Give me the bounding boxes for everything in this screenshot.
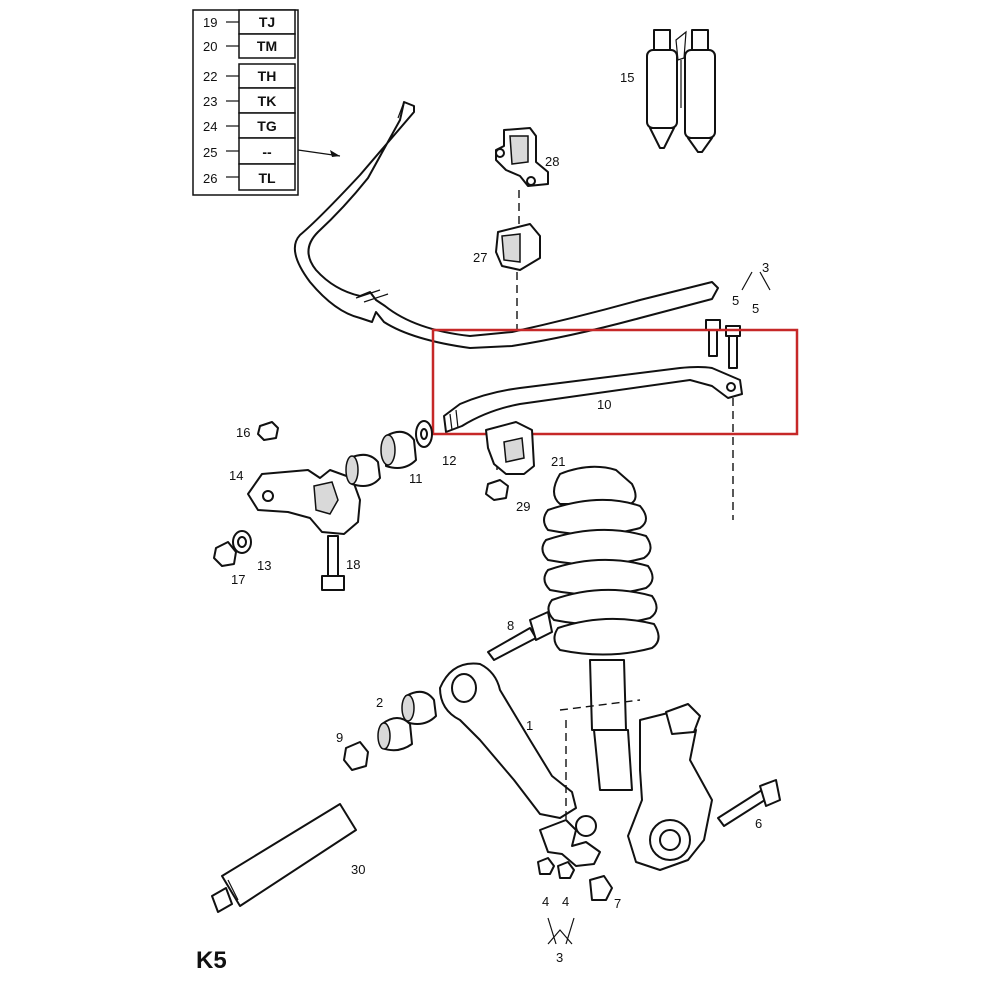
code-row-code: TG (257, 118, 277, 134)
spray-cans-15 (646, 29, 716, 153)
code-row-code: TK (258, 93, 277, 109)
callout-5-left: 5 (732, 293, 739, 308)
bushes-11 (345, 430, 417, 487)
callout-29: 29 (516, 499, 530, 514)
callout-14: 14 (229, 468, 243, 483)
bushes-2 (377, 690, 437, 752)
code-row-index: 20 (203, 39, 217, 54)
bolt-8 (487, 611, 553, 661)
code-table: 19 TJ 20 TM 22 TH 23 TK 24 TG 25 -- 26 T… (192, 9, 341, 196)
clamp-bracket-28 (495, 127, 549, 187)
code-row-code: TH (258, 68, 277, 84)
callout-21: 21 (551, 454, 565, 469)
callout-27: 27 (473, 250, 487, 265)
callout-6: 6 (755, 816, 762, 831)
code-row-code: TL (258, 170, 276, 186)
code-row-code: TJ (259, 14, 275, 30)
callout-1: 1 (526, 718, 533, 733)
diagram-tag: K5 (196, 947, 227, 974)
nut-16 (257, 421, 279, 441)
callout-12: 12 (442, 453, 456, 468)
ball-joint (537, 815, 613, 901)
spring-strut (541, 465, 660, 791)
callout-7: 7 (614, 896, 621, 911)
highlight-frame (431, 328, 799, 436)
steering-knuckle (627, 703, 713, 871)
nut-17-washer-13 (213, 530, 252, 567)
bush-27 (495, 223, 541, 271)
code-row-code: TM (257, 38, 277, 54)
callout-10: 10 (597, 397, 611, 412)
code-row-index: 25 (203, 145, 217, 160)
callout-8: 8 (507, 618, 514, 633)
tension-rod-10 (443, 366, 743, 433)
bolts-5 (705, 319, 741, 520)
code-row-index: 22 (203, 69, 217, 84)
nut-9 (343, 741, 369, 771)
callout-4-right: 4 (562, 894, 569, 909)
bolt-18 (321, 535, 345, 591)
callout-13: 13 (257, 558, 271, 573)
stabiliser-bar (293, 101, 719, 349)
callout-11: 11 (409, 471, 423, 486)
bracket-21 (485, 421, 535, 475)
callout-17: 17 (231, 572, 245, 587)
callout-15: 15 (620, 70, 634, 85)
callout-18: 18 (346, 557, 360, 572)
control-arm-1 (439, 662, 577, 819)
callout-4-left: 4 (542, 894, 549, 909)
code-row-index: 26 (203, 171, 217, 186)
callout-3-top: 3 (762, 260, 769, 275)
grease-tube-30 (211, 803, 357, 913)
callout-9: 9 (336, 730, 343, 745)
nut-29 (485, 479, 509, 501)
code-row-code: -- (262, 144, 272, 160)
code-row-index: 24 (203, 119, 217, 134)
code-row-index: 19 (203, 15, 217, 30)
callout-16: 16 (236, 425, 250, 440)
callout-5-right: 5 (752, 301, 759, 316)
callout-3-bottom: 3 (556, 950, 563, 965)
code-row-index: 23 (203, 94, 217, 109)
callout-28: 28 (545, 154, 559, 169)
callout-30: 30 (351, 862, 365, 877)
callout-2: 2 (376, 695, 383, 710)
bolt-6 (717, 779, 781, 827)
bracket-14 (247, 469, 361, 535)
